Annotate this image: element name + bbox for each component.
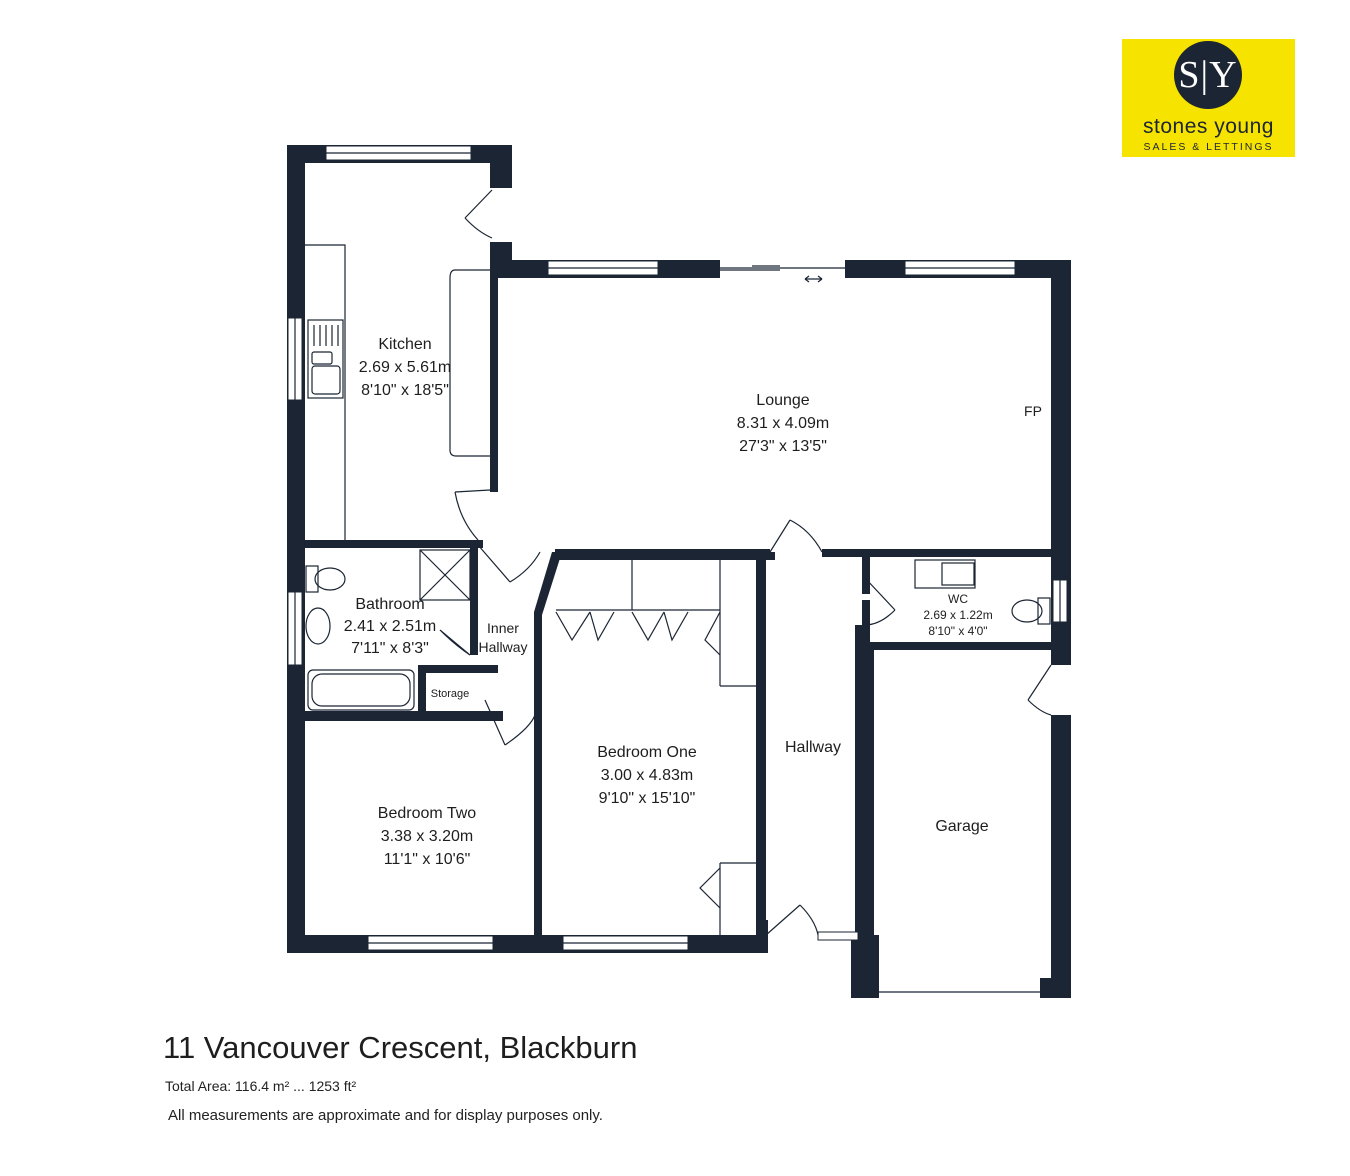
company-logo: S|Y stones young SALES & LETTINGS <box>1122 39 1295 157</box>
bedroom-one-name: Bedroom One <box>597 744 697 761</box>
kitchen-imperial: 8'10" x 18'5" <box>361 382 449 399</box>
toilet-icon <box>305 565 346 593</box>
wc-basin-icon <box>914 559 976 589</box>
kitchen-metric: 2.69 x 5.61m <box>359 359 452 376</box>
windows <box>287 145 1068 993</box>
lounge-imperial: 27'3" x 13'5" <box>739 438 827 455</box>
lounge-name: Lounge <box>756 392 809 409</box>
storage-label: Storage <box>431 688 470 700</box>
doors <box>439 189 1052 941</box>
logo-tagline: SALES & LETTINGS <box>1143 141 1274 153</box>
bedroom-one-imperial: 9'10" x 15'10" <box>599 790 696 807</box>
garage-label: Garage <box>935 818 988 835</box>
kitchen-sink-icon <box>307 319 344 399</box>
logo-name: stones young <box>1143 115 1274 138</box>
fixtures <box>305 319 1051 711</box>
disclaimer: All measurements are approximate and for… <box>168 1107 603 1124</box>
fireplace-label: FP <box>1024 403 1042 419</box>
bath-icon <box>307 669 415 711</box>
wc-imperial: 8'10" x 4'0" <box>928 624 987 638</box>
bathroom-metric: 2.41 x 2.51m <box>344 618 437 635</box>
property-address: 11 Vancouver Crescent, Blackburn <box>163 1030 638 1065</box>
bedroom-two-name: Bedroom Two <box>378 805 477 822</box>
kitchen-name: Kitchen <box>378 336 431 353</box>
wc-name: WC <box>948 592 968 606</box>
room-labels: Kitchen 2.69 x 5.61m 8'10" x 18'5" Loung… <box>344 336 1042 868</box>
total-area: Total Area: 116.4 m² ... 1253 ft² <box>165 1078 357 1094</box>
basin-icon <box>305 607 331 645</box>
wc-toilet-icon <box>1011 597 1051 625</box>
bedroom-one-metric: 3.00 x 4.83m <box>601 767 694 784</box>
inner-hallway-line2: Hallway <box>478 639 527 655</box>
interior-walls <box>303 244 1071 945</box>
shower-icon <box>419 549 471 601</box>
bedroom-two-imperial: 11'1" x 10'6" <box>384 851 471 868</box>
lounge-metric: 8.31 x 4.09m <box>737 415 830 432</box>
bathroom-imperial: 7'11" x 8'3" <box>351 640 429 657</box>
logo-monogram: S|Y <box>1174 41 1242 109</box>
wc-metric: 2.69 x 1.22m <box>923 608 992 622</box>
bathroom-name: Bathroom <box>355 596 424 613</box>
bedroom-two-metric: 3.38 x 3.20m <box>381 828 474 845</box>
inner-hallway-line1: Inner <box>487 620 519 636</box>
hallway-label: Hallway <box>785 739 841 756</box>
